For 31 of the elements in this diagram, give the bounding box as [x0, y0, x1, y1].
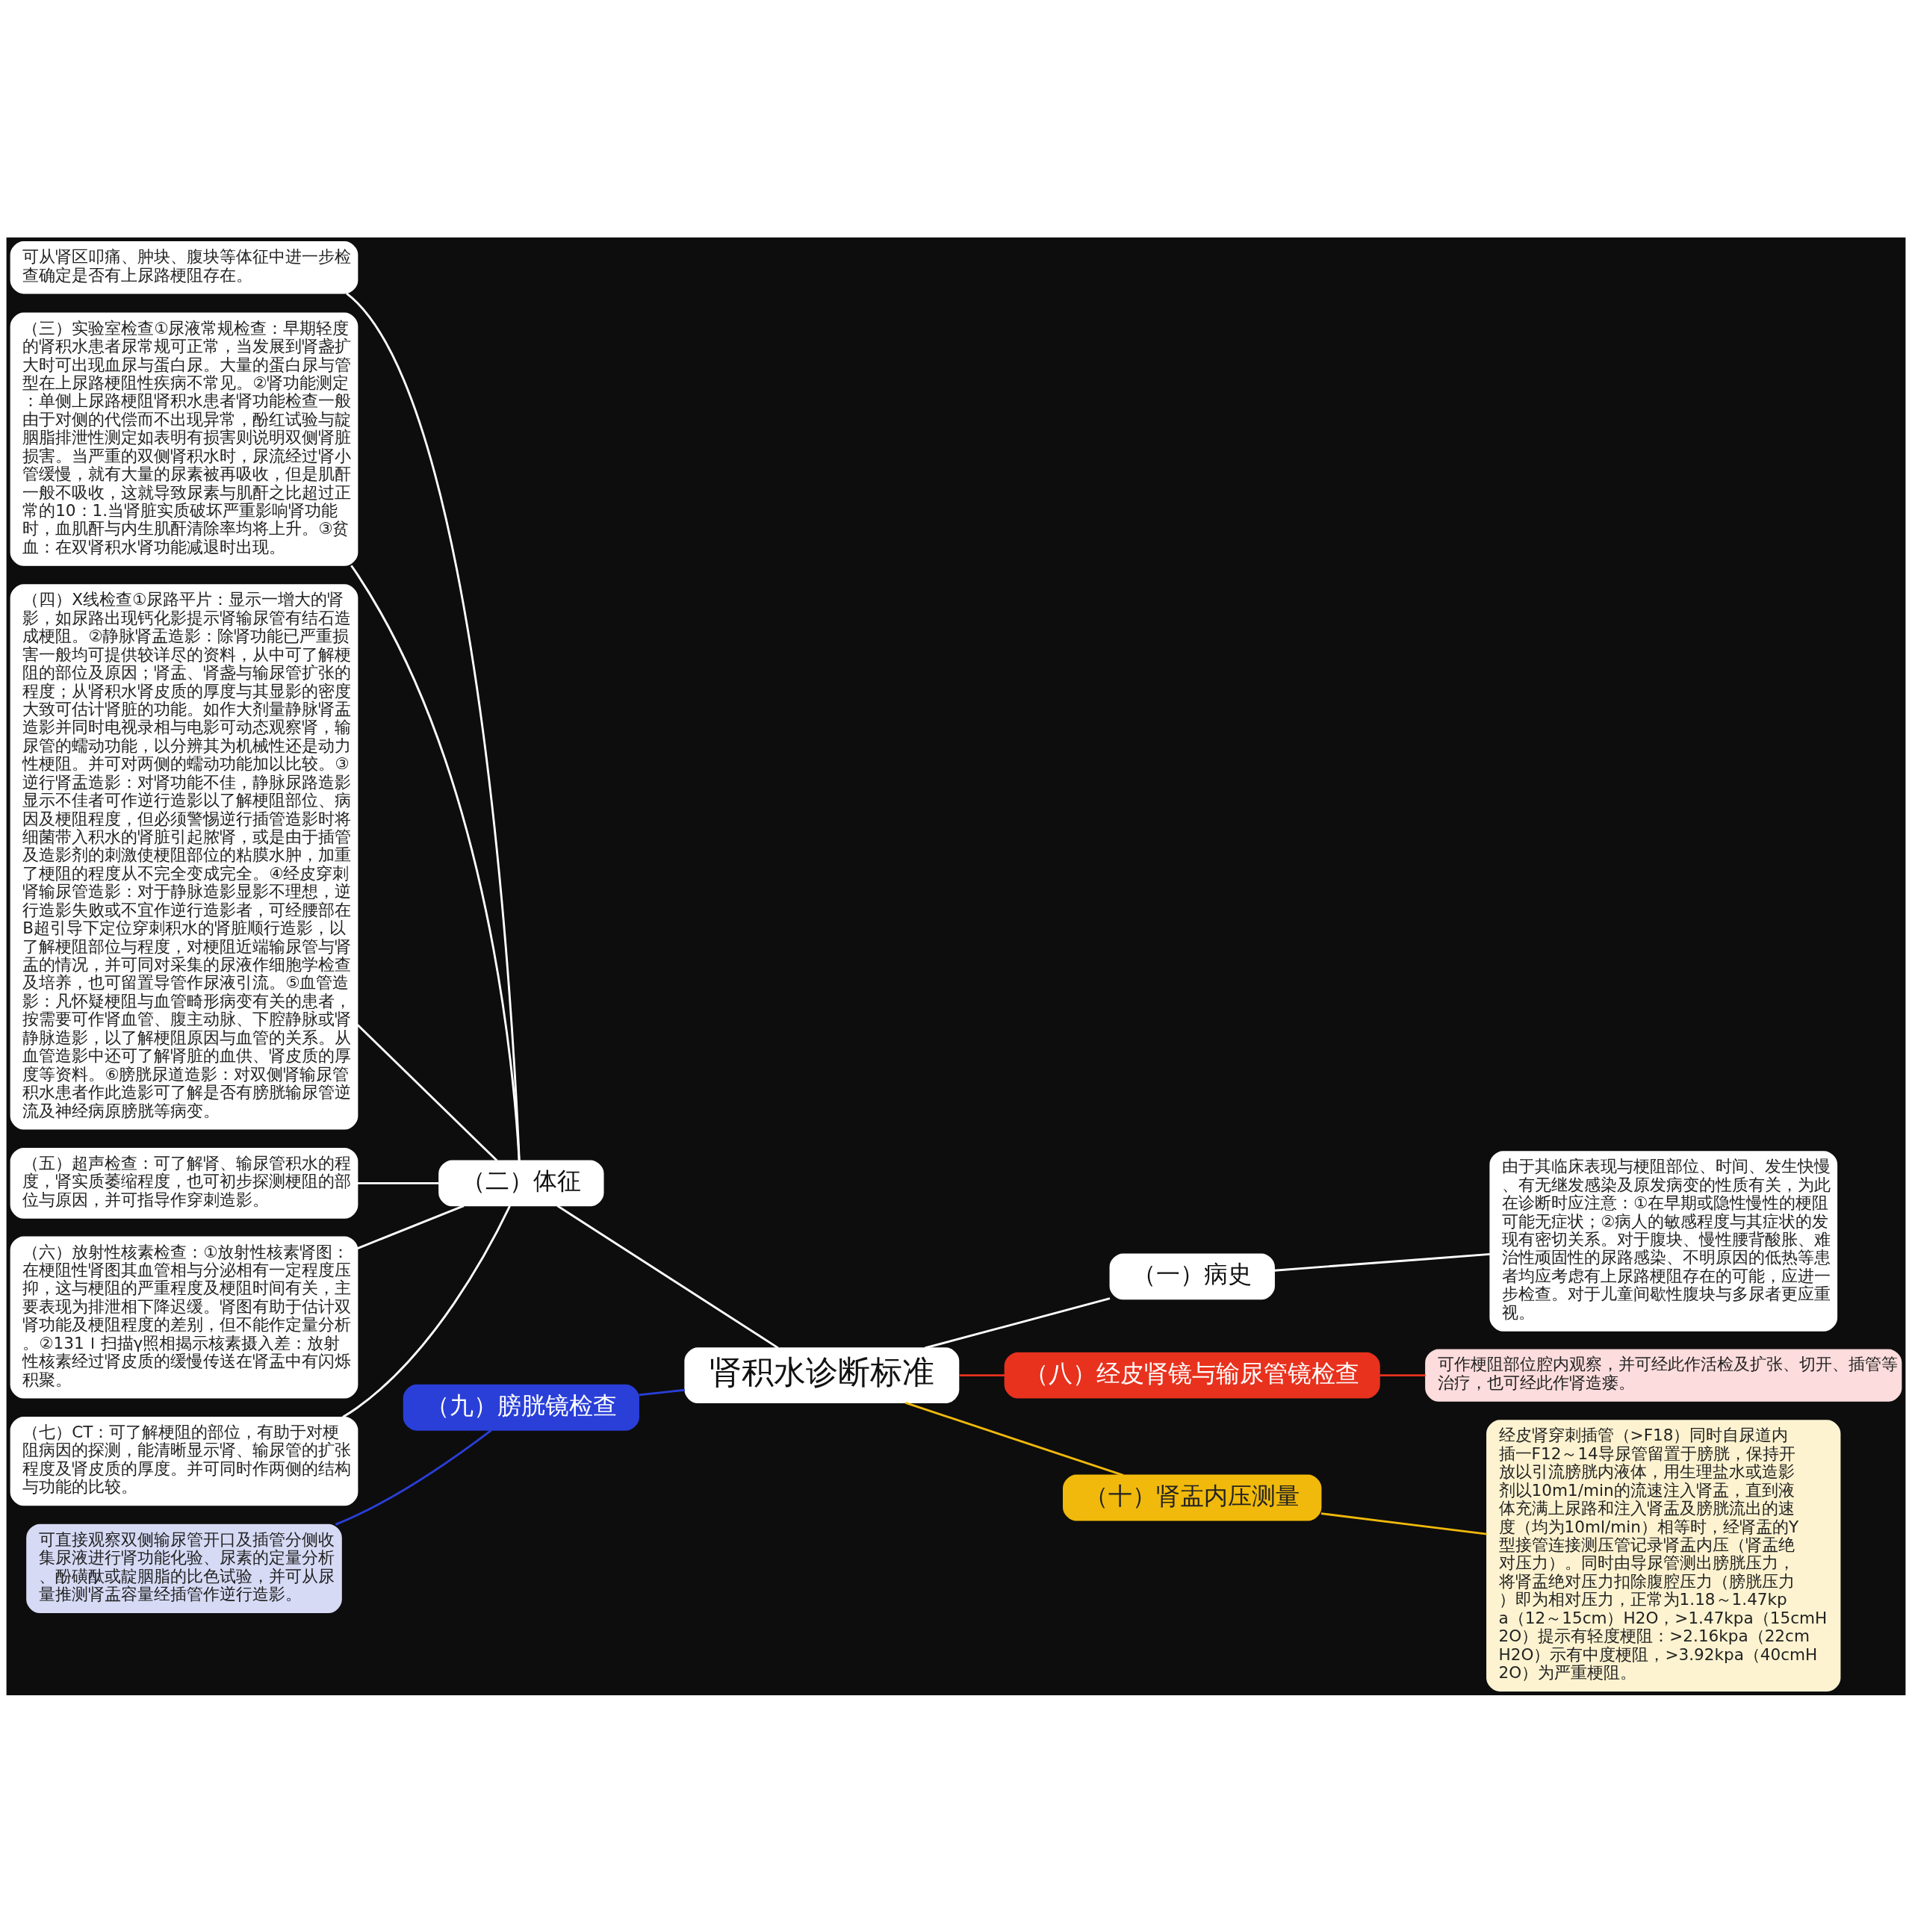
node-box: （八）经皮肾镜与输尿管镜检查 — [1004, 1352, 1380, 1399]
node-box: （六）放射性核素检查：①放射性核素肾图：在梗阻性肾图其血管相与分泌相有一定程度压抑，这与梗阻的严重程度及梗阻时间有关，主要表现为排泄相下降迟缓。肾图有助于估计双肾功能及梗阻程度的差别，但不能作定量分析。②131Ｉ扫描γ照相揭示核素摄入差：放射性核素经过肾皮质的缓慢传送在肾盂中有闪烁积聚。 — [10, 1236, 358, 1399]
node-box: 可直接观察双侧输尿管开口及插管分侧收集尿液进行肾功能化验、尿素的定量分析、酚磺酞或靛胭脂的比色试验，并可从尿量推测肾盂容量经插管作逆行造影。 — [26, 1523, 342, 1613]
connector — [925, 1296, 1111, 1349]
connector — [556, 1204, 779, 1349]
node-box: （四）X线检查①尿路平片：显示一增大的肾影，如尿路出现钙化影提示肾输尿管有结石造成梗阻。②静脉肾盂造影：除肾功能已严重损害一般均可提供较详尽的资料，从中可了解梗阻的部位及原因；肾盂、肾盏与输尿管扩张的程度；从肾积水肾皮质的厚度与其显影的密度大致可估计肾脏的功能。如作大剂量静脉肾盂造影并同时电视录相与电影可动态观察肾，输尿管的蠕动功能，以分辨其为机械性还是动力性梗阻。并可对两侧的蠕动功能加以比较。③逆行肾盂造影：对肾功能不佳，静脉尿路造影显示不佳者可作逆行造影以了解梗阻部位、病因及梗阻程度，但必须警惕逆行插管造影时将细菌带入积水的肾脏引起脓肾，或是由于插管及造影剂的刺激使梗阻部位的粘膜水肿，加重了梗阻的程度从不完全变成完全。④经皮穿刺肾输尿管造影：对于静脉造影显影不理想，逆行造影失败或不宜作逆行造影者，可经腰部在B超引导下定位穿刺积水的肾脏顺行造影，以了解梗阻部位与程度，对梗阻近端输尿管与肾盂的情况，并可同对采集的尿液作细胞学检查及培养，也可留置导管作尿液引流。⑤血管造影：凡怀疑梗阻与血管畸形病变有关的患者，按需要可作肾血管、腹主动脉、下腔静脉或肾静脉造影，以了解梗阻原因与血管的关系。从血管造影中还可了解肾脏的血供、肾皮质的厚度等资料。⑥膀胱尿道造影：对双侧肾输尿管积水患者作此造影可了解是否有膀胱输尿管逆流及神经病原膀胱等病变。 — [10, 583, 358, 1129]
connector — [904, 1401, 1124, 1476]
node-box: 由于其临床表现与梗阻部位、时间、发生快慢、有无继发感染及原发病变的性质有关，为此在诊断时应注意：①在早期或隐性慢性的梗阻可能无症状；②病人的敏感程度与其症状的发现有密切关系。对于腹块、慢性腰背酸胀、难治性顽固性的尿路感染、不明原因的低热等患者均应考虑有上尿路梗阻存在的可能，应进一步检查。对于儿童间歇性腹块与多尿者更应重视。 — [1489, 1150, 1838, 1332]
node-box: 可从肾区叩痛、肿块、腹块等体征中进一步检查确定是否有上尿路梗阻存在。 — [10, 240, 358, 293]
node-box: （三）实验室检查①尿液常规检查：早期轻度的肾积水患者尿常规可正常，当发展到肾盏扩大时可出现血尿与蛋白尿。大量的蛋白尿与管型在上尿路梗阻性疾病不常见。②肾功能测定：单侧上尿路梗阻肾积水患者肾功能检查一般由于对侧的代偿而不出现异常，酚红试验与靛胭脂排泄性测定如表明有损害则说明双侧肾脏损害。当严重的双侧肾积水时，尿流经过肾小管缓慢，就有大量的尿素被再吸收，但是肌酐一般不吸收，这就导致尿素与肌酐之比超过正常的10：1.当肾脏实质破坏严重影响肾功能时，血肌酐与内生肌酐清除率均将上升。③贫血：在双肾积水肾功能减退时出现。 — [10, 312, 358, 566]
node-box: （一）病史 — [1109, 1253, 1275, 1299]
node-box: （五）超声检查：可了解肾、输尿管积水的程度，肾实质萎缩程度，也可初步探测梗阻的部位与原因，并可指导作穿刺造影。 — [10, 1147, 358, 1219]
connector — [1320, 1512, 1487, 1535]
connector — [356, 1023, 498, 1161]
node-box: （七）CT：可了解梗阻的部位，有助于对梗阻病因的探测，能清晰显示肾、输尿管的扩张程度及肾皮质的厚度。并可同时作两侧的结构与功能的比较。 — [10, 1416, 358, 1506]
connector — [350, 565, 521, 1161]
node-box: （十）肾盂内压测量 — [1063, 1474, 1322, 1521]
connector — [357, 1181, 439, 1184]
connector — [958, 1373, 1005, 1376]
node-box: 可作梗阻部位腔内观察，并可经此作活检及扩张、切开、插管等治疗，也可经此作肾造瘘。 — [1425, 1348, 1902, 1402]
connector — [357, 1204, 465, 1249]
connector — [335, 1429, 492, 1526]
connector — [639, 1388, 686, 1396]
connector — [1274, 1252, 1491, 1272]
node-box: （二）体征 — [438, 1159, 604, 1206]
connector — [1379, 1373, 1426, 1376]
node-box: 肾积水诊断标准 — [684, 1347, 960, 1403]
node-box: 经皮肾穿刺插管（>F18）同时自尿道内插一F12～14导尿管留置于膀胱，保持开放以引流膀胱内液体，用生理盐水或造影剂以10m1/min的流速注入肾盂，直到液体充满上尿路和注入肾盂及膀胱流出的速度（均为10ml/min）相等时，经肾盂的Y型接管连接测压管记录肾盂内压（肾盂绝对压力）。同时由导尿管测出膀胱压力，将肾盂绝对压力扣除腹腔压力（膀胱压力）即为相对压力，正常为1.18～1.47kpa（12～15cm）H2O，>1.47kpa（15cmH2O）提示有轻度梗阻：>2.16kpa（22cmH2O）示有中度梗阻，>3.92kpa（40cmH2O）为严重梗阻。 — [1486, 1419, 1841, 1692]
connector — [342, 1205, 511, 1418]
connector — [346, 292, 521, 1161]
node-box: （九）膀胱镜检查 — [403, 1384, 639, 1431]
